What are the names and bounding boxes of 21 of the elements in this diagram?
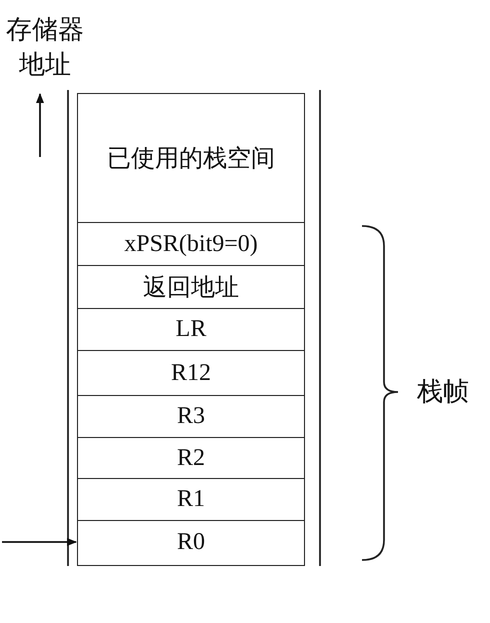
- stack-cell: [77, 350, 305, 396]
- stack-region: [77, 93, 305, 224]
- stack-cell: [77, 395, 305, 438]
- cell-label: xPSR(bit9=0): [124, 230, 258, 258]
- cell-label: R12: [170, 360, 211, 387]
- axis-title: 存储器地址: [5, 14, 85, 81]
- stack-cell: [77, 478, 305, 522]
- stack-cell: [77, 308, 305, 352]
- cell-label: R0: [176, 529, 205, 556]
- cell-label: LR: [176, 316, 206, 344]
- stack-cell: [77, 222, 305, 266]
- cell-label: R2: [176, 444, 205, 472]
- cell-label: R1: [176, 486, 205, 514]
- stack-cell: [77, 520, 305, 566]
- bracket-label: 栈帧: [416, 376, 470, 408]
- arrow: [2, 538, 77, 546]
- cell-label: R3: [176, 403, 205, 430]
- cell-label: 返回地址: [143, 274, 239, 304]
- stack-cell: [77, 265, 305, 310]
- stack-cell: [77, 437, 305, 480]
- cell-label: 已使用的栈空间: [107, 144, 275, 174]
